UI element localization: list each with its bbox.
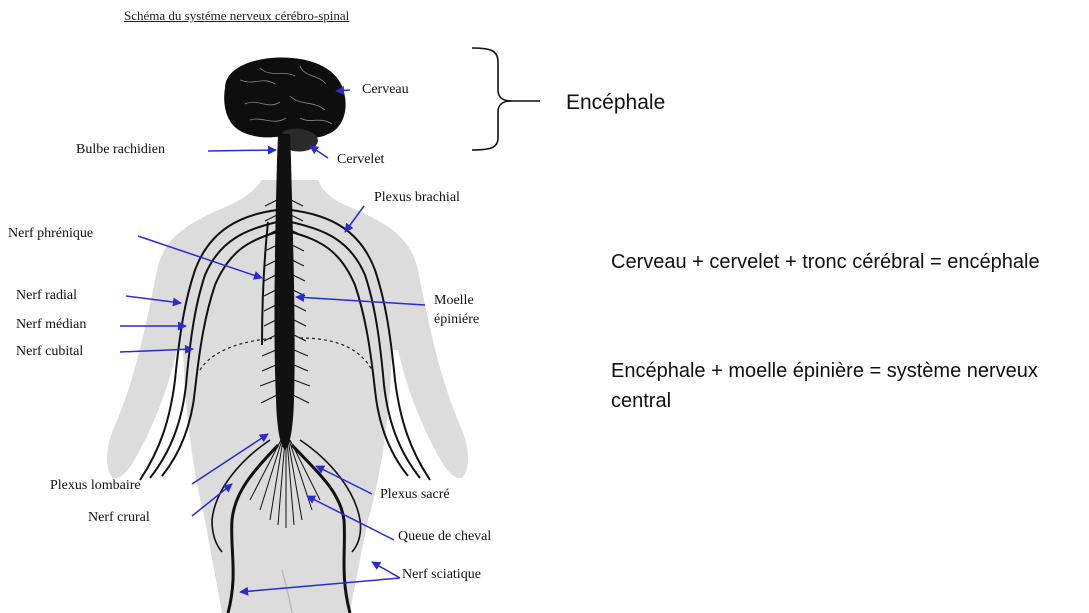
diagram-title: Schéma du systéme nerveux cérébro-spinal xyxy=(124,8,349,24)
arrow-sciatique-1 xyxy=(372,562,400,578)
label-nerf-crural: Nerf crural xyxy=(88,510,150,526)
label-nerf-cubital: Nerf cubital xyxy=(16,344,83,360)
arrow-bulbe xyxy=(208,150,276,151)
label-moelle: Moelle xyxy=(434,293,474,309)
label-plexus-lombaire: Plexus lombaire xyxy=(50,478,141,494)
label-queue-de-cheval: Queue de cheval xyxy=(398,529,491,545)
label-plexus-sacre: Plexus sacré xyxy=(380,487,450,503)
label-nerf-phrenique: Nerf phrénique xyxy=(8,226,93,242)
label-nerf-radial: Nerf radial xyxy=(16,288,77,304)
brain-cerveau xyxy=(224,57,345,137)
label-nerf-sciatique: Nerf sciatique xyxy=(402,567,481,583)
encephale-bracket xyxy=(472,48,540,150)
equation-encephale: Cerveau + cervelet + tronc cérébral = en… xyxy=(611,247,1051,277)
label-plexus-brachial: Plexus brachial xyxy=(374,190,460,206)
spinal-cord xyxy=(274,160,294,450)
label-epiniere: épiniére xyxy=(434,312,479,328)
label-cerveau: Cerveau xyxy=(362,82,409,98)
label-nerf-median: Nerf médian xyxy=(16,317,86,333)
brainstem xyxy=(277,134,291,160)
arrow-cervelet xyxy=(310,146,328,158)
encephale-label: Encéphale xyxy=(566,88,665,118)
arrow-cerveau xyxy=(336,90,350,91)
label-cervelet: Cervelet xyxy=(337,152,384,168)
equation-snc: Encéphale + moelle épinière = système ne… xyxy=(611,356,1081,416)
label-bulbe-rachidien: Bulbe rachidien xyxy=(76,142,165,158)
